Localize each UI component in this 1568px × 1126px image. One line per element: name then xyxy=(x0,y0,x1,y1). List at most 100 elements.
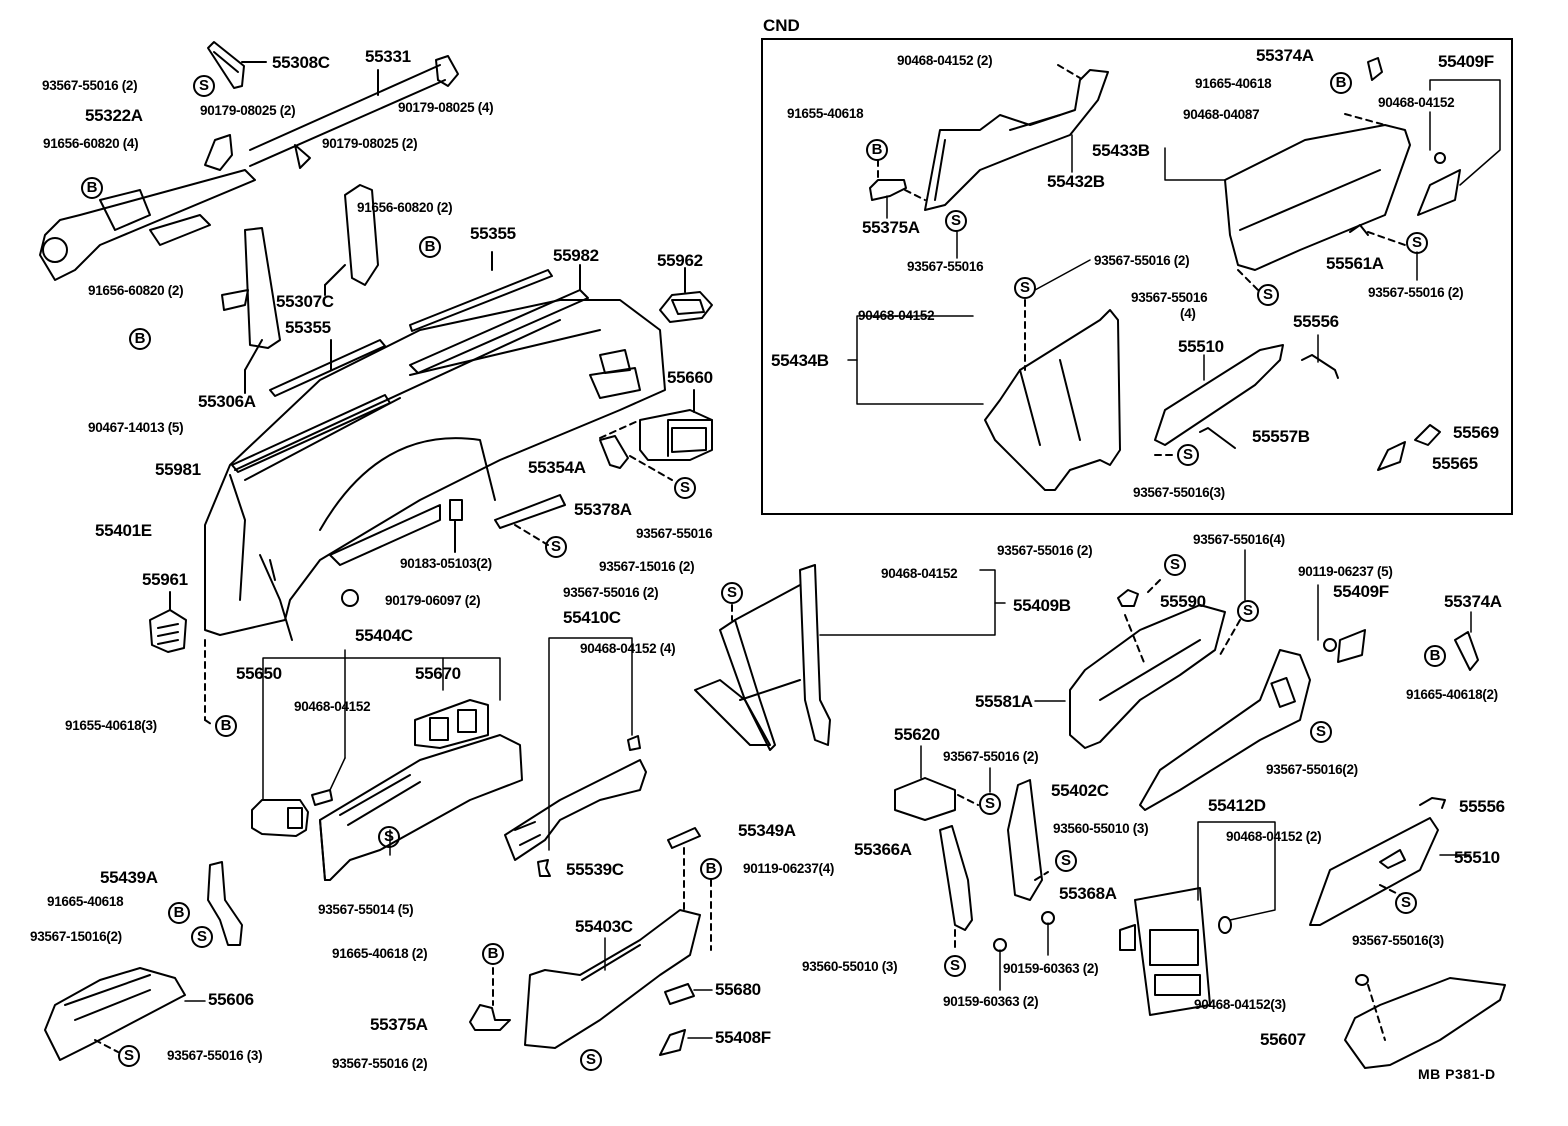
part-label[interactable]: 55961 xyxy=(142,570,188,589)
cnd-part-label[interactable]: 55510 xyxy=(1178,337,1224,356)
part-label[interactable]: 55378A xyxy=(574,500,632,519)
part-label[interactable]: 55981 xyxy=(155,460,201,479)
cnd-part-label[interactable]: 55565 xyxy=(1432,454,1478,473)
part-label[interactable]: 93567-55016 (2) xyxy=(563,585,659,600)
part-label[interactable]: 90179-08025 (2) xyxy=(200,103,296,118)
part-label[interactable]: 55331 xyxy=(365,47,411,66)
part-label[interactable]: 90468-04152 xyxy=(294,699,371,714)
cnd-part-label[interactable]: 90468-04152 (2) xyxy=(897,53,993,68)
cnd-part-label[interactable]: 55561A xyxy=(1326,254,1384,273)
part-label[interactable]: 55306A xyxy=(198,392,256,411)
part-label[interactable]: 91655-40618(3) xyxy=(65,718,157,733)
part-label[interactable]: 90159-60363 (2) xyxy=(1003,961,1099,976)
part-label[interactable]: 90467-14013 (5) xyxy=(88,420,184,435)
cnd-part-label[interactable]: 55375A xyxy=(862,218,920,237)
part-label[interactable]: 55680 xyxy=(715,980,761,999)
part-label[interactable]: 91665-40618(2) xyxy=(1406,687,1498,702)
part-label[interactable]: 90468-04152 (4) xyxy=(580,641,676,656)
part-label[interactable]: 91656-60820 (2) xyxy=(357,200,453,215)
part-label[interactable]: 93567-55016 (3) xyxy=(167,1048,263,1063)
part-label[interactable]: 93567-55016(2) xyxy=(1266,762,1358,777)
part-label[interactable]: 90179-08025 (2) xyxy=(322,136,418,151)
part-label[interactable]: 55590 xyxy=(1160,592,1206,611)
part-label[interactable]: 90468-04152 xyxy=(881,566,958,581)
cnd-part-label[interactable]: 55556 xyxy=(1293,312,1339,331)
cnd-part-label[interactable]: 55409F xyxy=(1438,52,1494,71)
part-label[interactable]: 55349A xyxy=(738,821,796,840)
part-label[interactable]: 93560-55010 (3) xyxy=(802,959,898,974)
part-label[interactable]: 55606 xyxy=(208,990,254,1009)
part-label[interactable]: 55556 xyxy=(1459,797,1505,816)
part-label[interactable]: 55660 xyxy=(667,368,713,387)
cnd-part-label[interactable]: 55433B xyxy=(1092,141,1150,160)
cnd-part-label[interactable]: 90468-04087 xyxy=(1183,107,1260,122)
cnd-part-label[interactable]: 55374A xyxy=(1256,46,1314,65)
cnd-part-label[interactable]: 91655-40618 xyxy=(787,106,864,121)
part-label[interactable]: 55354A xyxy=(528,458,586,477)
part-label[interactable]: 90179-06097 (2) xyxy=(385,593,481,608)
part-label[interactable]: 91656-60820 (2) xyxy=(88,283,184,298)
part-label[interactable]: 90468-04152(3) xyxy=(1194,997,1286,1012)
part-label[interactable]: 55403C xyxy=(575,917,633,936)
part-label[interactable]: 93567-55016(4) xyxy=(1193,532,1285,547)
cnd-part-label[interactable]: 55432B xyxy=(1047,172,1105,191)
part-label[interactable]: 55401E xyxy=(95,521,152,540)
part-label[interactable]: 91665-40618 (2) xyxy=(332,946,428,961)
part-label[interactable]: 55410C xyxy=(563,608,621,627)
part-label[interactable]: 55439A xyxy=(100,868,158,887)
cnd-part-label[interactable]: 55557B xyxy=(1252,427,1310,446)
part-label[interactable]: 93567-15016 (2) xyxy=(599,559,695,574)
part-label[interactable]: 55607 xyxy=(1260,1030,1306,1049)
part-label[interactable]: 55539C xyxy=(566,860,624,879)
part-label[interactable]: 55308C xyxy=(272,53,330,72)
part-label[interactable]: 55412D xyxy=(1208,796,1266,815)
part-label[interactable]: 93567-55016 (2) xyxy=(943,749,1039,764)
part-label[interactable]: 91665-40618 xyxy=(47,894,124,909)
part-label[interactable]: 55510 xyxy=(1454,848,1500,867)
part-label[interactable]: 55355 xyxy=(285,318,331,337)
part-label[interactable]: 55409F xyxy=(1333,582,1389,601)
part-label[interactable]: 90119-06237 (5) xyxy=(1298,564,1393,579)
part-label[interactable]: 93560-55010 (3) xyxy=(1053,821,1149,836)
part-label[interactable]: 55404C xyxy=(355,626,413,645)
part-label[interactable]: 55402C xyxy=(1051,781,1109,800)
cnd-part-label[interactable]: 90468-04152 xyxy=(1378,95,1455,110)
cnd-part-label[interactable]: 93567-55016 (2) xyxy=(1368,285,1464,300)
part-label[interactable]: 90183-05103(2) xyxy=(400,556,492,571)
part-label[interactable]: 55409B xyxy=(1013,596,1071,615)
part-label[interactable]: 93567-15016(2) xyxy=(30,929,122,944)
part-label[interactable]: 90179-08025 (4) xyxy=(398,100,494,115)
cnd-part-label[interactable]: 91665-40618 xyxy=(1195,76,1272,91)
cnd-part-label[interactable]: 93567-55016 (2) xyxy=(1094,253,1190,268)
part-label[interactable]: 93567-55014 (5) xyxy=(318,902,414,917)
part-label[interactable]: 55620 xyxy=(894,725,940,744)
cnd-part-label[interactable]: 55434B xyxy=(771,351,829,370)
cnd-part-label[interactable]: 55569 xyxy=(1453,423,1499,442)
part-label[interactable]: 55368A xyxy=(1059,884,1117,903)
part-label[interactable]: 55366A xyxy=(854,840,912,859)
cnd-part-label[interactable]: 93567-55016 xyxy=(907,259,984,274)
part-label[interactable]: 55982 xyxy=(553,246,599,265)
part-label[interactable]: 90119-06237(4) xyxy=(743,861,835,876)
part-label[interactable]: 55375A xyxy=(370,1015,428,1034)
part-label[interactable]: 93567-55016 (2) xyxy=(332,1056,428,1071)
part-label[interactable]: 55581A xyxy=(975,692,1033,711)
part-label[interactable]: 55408F xyxy=(715,1028,771,1047)
part-label[interactable]: 93567-55016 (2) xyxy=(997,543,1093,558)
part-label[interactable]: 55307C xyxy=(276,292,334,311)
part-label[interactable]: 55374A xyxy=(1444,592,1502,611)
part-label[interactable]: 93567-55016 xyxy=(636,526,713,541)
part-label[interactable]: 55650 xyxy=(236,664,282,683)
part-label[interactable]: 90468-04152 (2) xyxy=(1226,829,1322,844)
cnd-part-label[interactable]: 90468-04152 xyxy=(858,308,935,323)
part-label[interactable]: 55355 xyxy=(470,224,516,243)
part-label[interactable]: 55962 xyxy=(657,251,703,270)
part-label[interactable]: 91656-60820 (4) xyxy=(43,136,139,151)
cnd-part-label[interactable]: 93567-55016(3) xyxy=(1133,485,1225,500)
part-label[interactable]: 93567-55016(3) xyxy=(1352,933,1444,948)
cnd-part-label[interactable]: 93567-55016 xyxy=(1131,290,1208,305)
part-label[interactable]: 55322A xyxy=(85,106,143,125)
part-label[interactable]: 55670 xyxy=(415,664,461,683)
part-label[interactable]: 93567-55016 (2) xyxy=(42,78,138,93)
part-label[interactable]: 90159-60363 (2) xyxy=(943,994,1039,1009)
